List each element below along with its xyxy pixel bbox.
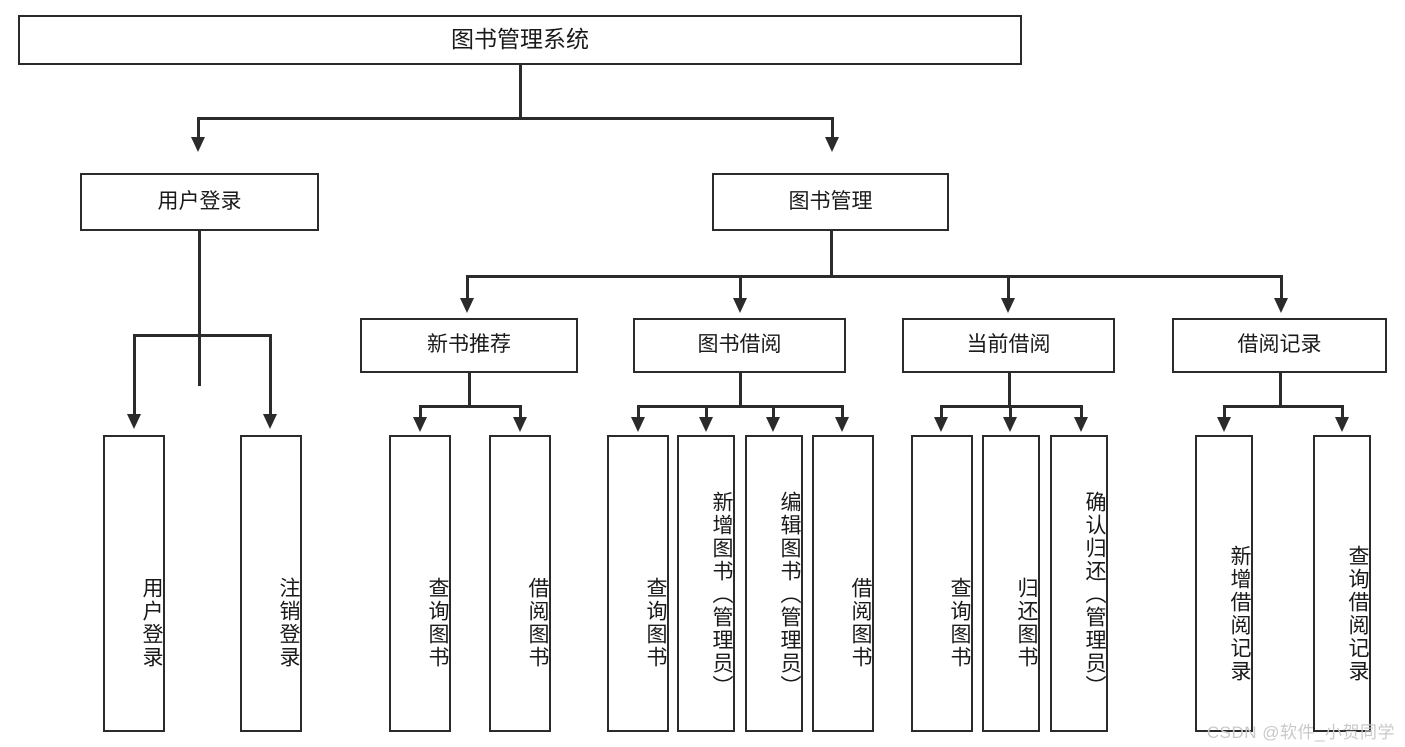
connector-current-drop-1 <box>940 405 943 419</box>
node-label: 确认归还（管理员） <box>1083 491 1106 698</box>
connector-bookmgmt-drop-4 <box>1280 275 1283 300</box>
arrow-bookmgmt-to-borrow <box>733 298 747 313</box>
arrow-records-leaf-2 <box>1335 417 1349 432</box>
arrow-root-to-bookmgmt <box>825 137 839 152</box>
connector-login-bus <box>133 334 271 337</box>
leaf-records-add-record[interactable]: 新增借阅记录 <box>1195 435 1253 732</box>
node-label: 新增借阅记录 <box>1228 544 1251 683</box>
arrow-current-leaf-2 <box>1003 417 1017 432</box>
connector-current-drop-3 <box>1080 405 1083 419</box>
connector-newbook-drop-1 <box>419 405 422 419</box>
node-label: 归还图书 <box>1015 576 1038 669</box>
connector-login-drop-1 <box>133 334 136 416</box>
arrow-bookmgmt-to-records <box>1274 298 1288 313</box>
arrow-newbook-leaf-2 <box>513 417 527 432</box>
connector-bookmgmt-bus <box>466 275 1283 278</box>
arrow-root-to-login <box>191 137 205 152</box>
connector-records-bus <box>1223 405 1341 408</box>
node-book-management[interactable]: 图书管理 <box>712 173 949 231</box>
leaf-borrow-query-book[interactable]: 查询图书 <box>607 435 669 732</box>
node-label: 用户登录 <box>140 576 163 669</box>
leaf-current-query-book[interactable]: 查询图书 <box>911 435 973 732</box>
node-label: 编辑图书（管理员） <box>778 491 801 698</box>
connector-current-stem <box>1008 373 1011 407</box>
node-user-login[interactable]: 用户登录 <box>80 173 319 231</box>
arrow-login-leaf-2 <box>263 414 277 429</box>
node-book-borrow[interactable]: 图书借阅 <box>633 318 846 373</box>
connector-bookmgmt-drop-3 <box>1007 275 1010 300</box>
leaf-current-return-book[interactable]: 归还图书 <box>982 435 1040 732</box>
arrow-borrow-leaf-3 <box>766 417 780 432</box>
node-label: 借阅图书 <box>849 576 872 669</box>
connector-borrow-drop-4 <box>841 405 844 419</box>
connector-current-drop-2 <box>1009 405 1012 419</box>
node-borrow-records[interactable]: 借阅记录 <box>1172 318 1387 373</box>
node-label: 查询图书 <box>948 576 971 669</box>
leaf-newbook-borrow-book[interactable]: 借阅图书 <box>489 435 551 732</box>
connector-root-to-bookmgmt <box>831 117 834 139</box>
arrow-bookmgmt-to-current <box>1001 298 1015 313</box>
node-label: 借阅记录 <box>1237 333 1322 357</box>
node-label: 图书管理 <box>788 189 873 213</box>
connector-borrow-stem <box>739 373 742 407</box>
connector-newbook-drop-2 <box>519 405 522 419</box>
node-label: 图书管理系统 <box>451 26 589 53</box>
node-label: 借阅图书 <box>526 576 549 669</box>
arrow-borrow-leaf-2 <box>699 417 713 432</box>
node-current-borrow[interactable]: 当前借阅 <box>902 318 1115 373</box>
connector-newbook-stem <box>468 373 471 407</box>
leaf-user-login[interactable]: 用户登录 <box>103 435 165 732</box>
connector-root-to-login <box>197 117 200 139</box>
node-root-system[interactable]: 图书管理系统 <box>18 15 1022 65</box>
leaf-borrow-edit-book[interactable]: 编辑图书（管理员） <box>745 435 803 732</box>
node-label: 用户登录 <box>157 189 242 213</box>
leaf-logout[interactable]: 注销登录 <box>240 435 302 732</box>
leaf-current-confirm-return[interactable]: 确认归还（管理员） <box>1050 435 1108 732</box>
arrow-records-leaf-1 <box>1217 417 1231 432</box>
connector-bookmgmt-stem <box>830 231 833 277</box>
connector-root-bus <box>197 117 833 120</box>
connector-bookmgmt-drop-2 <box>739 275 742 300</box>
leaf-newbook-query-book[interactable]: 查询图书 <box>389 435 451 732</box>
connector-records-drop-1 <box>1223 405 1226 419</box>
connector-records-stem <box>1279 373 1282 407</box>
connector-borrow-drop-1 <box>637 405 640 419</box>
connector-root-stem <box>519 65 522 118</box>
arrow-bookmgmt-to-newbook <box>460 298 474 313</box>
connector-borrow-drop-3 <box>772 405 775 419</box>
connector-borrow-bus <box>637 405 841 408</box>
arrow-login-leaf-1 <box>127 414 141 429</box>
connector-bookmgmt-drop-1 <box>466 275 469 300</box>
connector-login-stem <box>198 231 201 386</box>
arrow-borrow-leaf-4 <box>835 417 849 432</box>
arrow-current-leaf-1 <box>934 417 948 432</box>
leaf-borrow-borrow-book[interactable]: 借阅图书 <box>812 435 874 732</box>
node-label: 查询图书 <box>426 576 449 669</box>
connector-records-drop-2 <box>1341 405 1344 419</box>
arrow-borrow-leaf-1 <box>631 417 645 432</box>
connector-newbook-bus <box>419 405 519 408</box>
node-label: 新书推荐 <box>427 333 511 357</box>
node-label: 注销登录 <box>277 576 300 669</box>
leaf-records-query-record[interactable]: 查询借阅记录 <box>1313 435 1371 732</box>
connector-login-drop-2 <box>269 334 272 416</box>
node-label: 查询图书 <box>644 576 667 669</box>
arrow-current-leaf-3 <box>1074 417 1088 432</box>
arrow-newbook-leaf-1 <box>413 417 427 432</box>
node-label: 图书借阅 <box>697 333 782 357</box>
node-label: 当前借阅 <box>966 333 1051 357</box>
leaf-borrow-add-book[interactable]: 新增图书（管理员） <box>677 435 735 732</box>
node-label: 新增图书（管理员） <box>710 491 733 698</box>
watermark-text: CSDN @软件_小贺同学 <box>1206 723 1395 742</box>
node-label: 查询借阅记录 <box>1346 544 1369 683</box>
node-new-book-recommend[interactable]: 新书推荐 <box>360 318 578 373</box>
connector-borrow-drop-2 <box>705 405 708 419</box>
